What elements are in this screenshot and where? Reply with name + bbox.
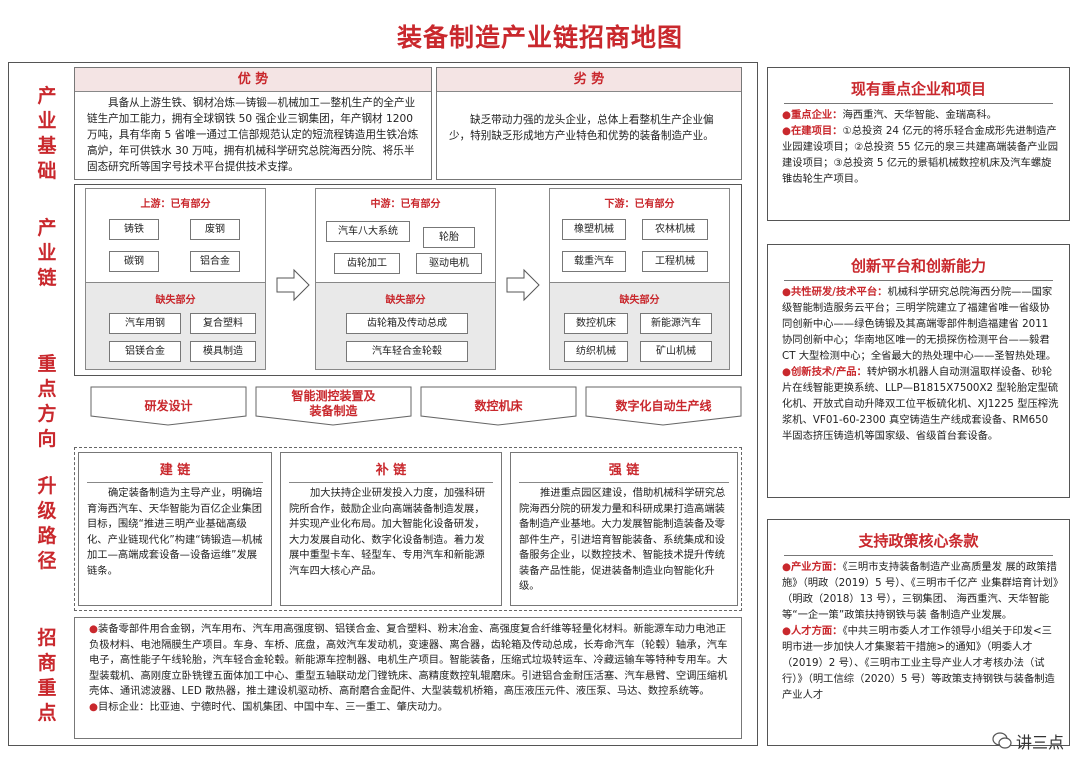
invest-box: ●装备零部件用合金钢，汽车用布、汽车用高强度钢、铝镁合金、复合塑料、粉末冶金、高… <box>74 617 742 739</box>
left-panel <box>8 62 758 746</box>
fill-chain-box: 补 链 加大扶持企业研发投入力度，加强科研院所合作，鼓励企业向高端装备制造发展，… <box>280 452 502 606</box>
strong-chain-text: 推进重点园区建设，借助机械科学研究总院海西分院的研发力量和科研成果打造高端装备制… <box>519 487 726 592</box>
disadvantage-title: 劣 势 <box>437 68 741 92</box>
upstream-has-title: 上游：已有部分 <box>140 199 211 210</box>
upstream-lack-item: 复合塑料 <box>190 313 256 334</box>
downstream-has-title: 下游：已有部分 <box>604 199 675 210</box>
downstream-item: 橡塑机械 <box>562 219 626 240</box>
right-arrow-icon <box>276 268 310 302</box>
downstream-lack-item: 数控机床 <box>564 313 628 334</box>
downstream-lack-item: 新能源汽车 <box>640 313 712 334</box>
chain-upstream: 上游：已有部分 铸铁 废钢 碳钢 铝合金 缺失部分 汽车用钢 复合塑料 铝镁合金… <box>85 188 266 370</box>
midstream-item: 汽车八大系统 <box>326 221 410 242</box>
chain-frame <box>74 184 742 376</box>
build-chain-box: 建 链 确定装备制造为主导产业，明确培育海西汽车、天华智能为百亿企业集团目标，围… <box>78 452 272 606</box>
upstream-lack-item: 铝镁合金 <box>109 341 181 362</box>
downstream-lack-item: 矿山机械 <box>640 341 712 362</box>
key-enterprises-title: 现有重点企业和项目 <box>784 78 1053 104</box>
midstream-lack-title: 缺失部分 <box>385 295 426 306</box>
advantage-title: 优 势 <box>75 68 431 92</box>
midstream-item: 齿轮加工 <box>334 253 400 274</box>
downstream-item: 工程机械 <box>642 251 708 272</box>
row-label-basis: 产业基础 <box>37 85 57 182</box>
wechat-icon <box>992 732 1012 749</box>
upstream-item: 废钢 <box>190 219 240 240</box>
chain-midstream: 中游：已有部分 汽车八大系统 轮胎 齿轮加工 驱动电机 缺失部分 齿轮箱及传动总… <box>315 188 496 370</box>
right-arrow-icon <box>506 268 540 302</box>
fill-chain-title: 补 链 <box>289 453 493 483</box>
row-label-upgrade: 升级路径 <box>37 475 57 572</box>
policy-box: 支持政策核心条款 ●产业方面：《三明市支持装备制造产业高质量发 展的政策措施》（… <box>767 519 1070 746</box>
innovation-text: ●共性研发/技术平台：机械科学研究总院海西分院——国家级智能制造服务云平台；三明… <box>782 286 1059 442</box>
direction-item: 智能测控装置及 装备制造 <box>255 386 412 426</box>
invest-text-1: ●装备零部件用合金钢，汽车用布、汽车用高强度钢、铝镁合金、复合塑料、粉末冶金、高… <box>89 623 728 697</box>
advantage-box: 优 势 具备从上游生铁、钢材冶炼—铸锻—机械加工—整机生产的全产业链生产加工能力… <box>74 67 432 180</box>
policy-text: ●产业方面：《三明市支持装备制造产业高质量发 展的政策措施》（明政（2019）5… <box>782 561 1059 701</box>
row-label-chain: 产业链 <box>37 217 57 289</box>
row-label-direction: 重点方向 <box>37 353 57 450</box>
upstream-lack-title: 缺失部分 <box>155 295 196 306</box>
downstream-lack-title: 缺失部分 <box>619 295 660 306</box>
direction-item: 数控机床 <box>420 386 577 426</box>
midstream-lack-item: 齿轮箱及传动总成 <box>346 313 468 334</box>
upgrade-frame <box>74 447 742 611</box>
key-enterprises-box: 现有重点企业和项目 ●重点企业：海西重汽、天华智能、金瑞高科。 ●在建项目：①总… <box>767 67 1070 221</box>
innovation-title: 创新平台和创新能力 <box>784 255 1053 281</box>
downstream-item: 载重汽车 <box>562 251 626 272</box>
fill-chain-text: 加大扶持企业研发投入力度，加强科研院所合作，鼓励企业向高端装备制造发展，并实现产… <box>289 487 486 577</box>
innovation-box: 创新平台和创新能力 ●共性研发/技术平台：机械科学研究总院海西分院——国家级智能… <box>767 244 1070 498</box>
midstream-item: 轮胎 <box>423 227 475 248</box>
policy-title: 支持政策核心条款 <box>784 530 1053 556</box>
strong-chain-box: 强 链 推进重点园区建设，借助机械科学研究总院海西分院的研发力量和科研成果打造高… <box>510 452 738 606</box>
watermark: 讲三点 <box>992 729 1064 753</box>
upstream-item: 碳钢 <box>109 251 159 272</box>
downstream-item: 农林机械 <box>642 219 708 240</box>
chain-downstream: 下游：已有部分 橡塑机械 农林机械 载重汽车 工程机械 缺失部分 数控机床 新能… <box>549 188 730 370</box>
upstream-item: 铸铁 <box>109 219 159 240</box>
midstream-has-title: 中游：已有部分 <box>370 199 441 210</box>
disadvantage-box: 劣 势 缺乏带动力强的龙头企业，总体上看整机生产企业偏少，特别缺乏形成地方产业特… <box>436 67 742 180</box>
build-chain-title: 建 链 <box>87 453 263 483</box>
disadvantage-text: 缺乏带动力强的龙头企业，总体上看整机生产企业偏少，特别缺乏形成地方产业特色和优势… <box>449 114 714 142</box>
row-label-invest: 招商重点 <box>37 627 57 724</box>
direction-item: 数字化自动生产线 <box>585 386 742 426</box>
upstream-lack-item: 汽车用钢 <box>109 313 181 334</box>
upstream-item: 铝合金 <box>190 251 240 272</box>
advantage-text: 具备从上游生铁、钢材冶炼—铸锻—机械加工—整机生产的全产业链生产加工能力，拥有全… <box>87 97 419 173</box>
invest-text-2: ●目标企业：比亚迪、宁德时代、国机集团、中国中车、三一重工、肇庆动力。 <box>89 700 449 713</box>
upstream-lack-item: 模具制造 <box>190 341 256 362</box>
midstream-item: 驱动电机 <box>416 253 482 274</box>
midstream-lack-item: 汽车轻合金轮毂 <box>346 341 468 362</box>
direction-item: 研发设计 <box>90 386 247 426</box>
build-chain-text: 确定装备制造为主导产业，明确培育海西汽车、天华智能为百亿企业集团目标，围绕“推进… <box>87 487 263 577</box>
downstream-lack-item: 纺织机械 <box>564 341 628 362</box>
strong-chain-title: 强 链 <box>519 453 729 483</box>
page-title: 装备制造产业链招商地图 <box>396 23 683 52</box>
key-enterprises-text: ●重点企业：海西重汽、天华智能、金瑞高科。 ●在建项目：①总投资 24 亿元的将… <box>782 109 1059 185</box>
